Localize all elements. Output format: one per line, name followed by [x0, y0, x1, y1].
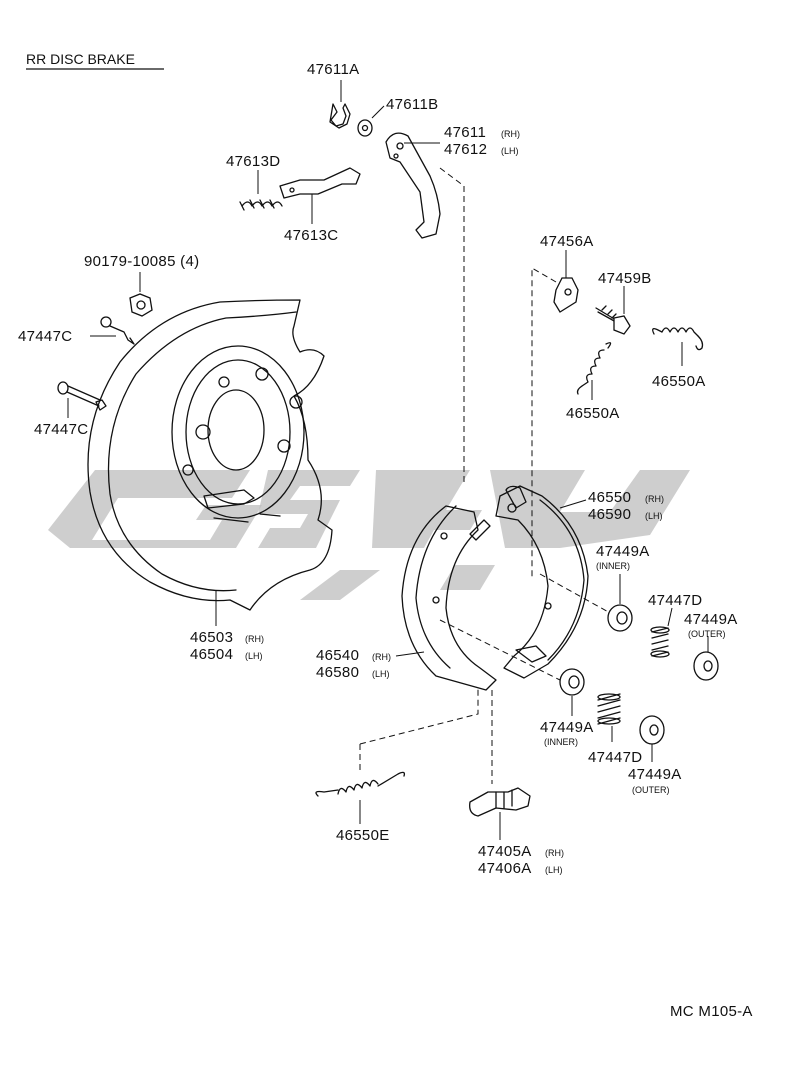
- label-46590: 46590: [588, 506, 631, 523]
- spring-46550A-right: [652, 327, 704, 366]
- label-47449A-inner-bottom: 47449A: [540, 719, 594, 736]
- pin-47447C-lower: [57, 381, 107, 418]
- label-47447C-lower: 47447C: [34, 421, 88, 438]
- label-47449A-outer-top-note: (OUTER): [688, 629, 726, 639]
- watermark-logo: [48, 470, 690, 600]
- label-47406A-side: (LH): [545, 865, 563, 875]
- spring-47447D-bottom: [597, 693, 621, 742]
- pin-47447C-upper: [90, 316, 135, 345]
- label-47611-side: (RH): [501, 129, 520, 139]
- label-46580-side: (LH): [372, 669, 390, 679]
- label-47406A: 47406A: [478, 860, 532, 877]
- label-46550E: 46550E: [336, 827, 390, 844]
- label-47449A-outer-bottom-note: (OUTER): [632, 785, 670, 795]
- label-47459B: 47459B: [598, 270, 652, 287]
- label-47612-side: (LH): [501, 146, 519, 156]
- diagram-code: MC M105-A: [670, 1003, 753, 1020]
- cup-47449A-inner-top: [607, 574, 633, 632]
- label-46540-side: (RH): [372, 652, 391, 662]
- strut-47613C: [279, 167, 361, 224]
- cup-47449A-inner-bottom: [559, 668, 585, 716]
- label-47611A: 47611A: [307, 61, 359, 78]
- label-47613D: 47613D: [226, 153, 280, 170]
- spring-46550A-left: [576, 342, 612, 400]
- spring-47447D-top: [650, 607, 673, 658]
- backing-plate: [87, 299, 333, 626]
- label-47449A-inner-bottom-note: (INNER): [544, 737, 578, 747]
- label-47449A-outer-top: 47449A: [684, 611, 738, 628]
- diagram-title: RR DISC BRAKE: [26, 51, 135, 67]
- leader-46550: [559, 499, 587, 509]
- label-47449A-inner-top-note: (INNER): [596, 561, 630, 571]
- label-46550-side: (RH): [645, 494, 664, 504]
- label-46503-side: (RH): [245, 634, 264, 644]
- brake-shoe-assembly: [395, 485, 589, 691]
- clip-47611A: [329, 80, 351, 129]
- spring-46550E: [315, 771, 406, 824]
- washer-47611B: [357, 105, 385, 137]
- label-46503: 46503: [190, 629, 233, 646]
- spring-47613D: [239, 170, 283, 211]
- label-46550: 46550: [588, 489, 631, 506]
- label-46540: 46540: [316, 647, 359, 664]
- cup-47449A-outer-top: [693, 636, 719, 681]
- label-47405A: 47405A: [478, 843, 532, 860]
- label-47449A-inner-top: 47449A: [596, 543, 650, 560]
- label-46504-side: (LH): [245, 651, 263, 661]
- nut-90179: [129, 272, 153, 317]
- label-47405A-side: (RH): [545, 848, 564, 858]
- label-46504: 46504: [190, 646, 233, 663]
- parking-brake-lever: [385, 132, 441, 239]
- label-47449A-outer-bottom: 47449A: [628, 766, 682, 783]
- adjuster-47459B: [595, 286, 631, 335]
- label-46580: 46580: [316, 664, 359, 681]
- label-47612: 47612: [444, 141, 487, 158]
- plate-47456A: [553, 250, 579, 313]
- label-46590-side: (LH): [645, 511, 663, 521]
- label-90179: 90179-10085 (4): [84, 253, 199, 270]
- label-47611: 47611: [444, 124, 486, 141]
- cup-47449A-outer-bottom: [639, 715, 665, 762]
- label-47447D-top: 47447D: [648, 592, 702, 609]
- adjuster-47405A: [469, 787, 531, 840]
- assembly-guide-lines: [359, 167, 613, 784]
- label-47447D-bottom: 47447D: [588, 749, 642, 766]
- label-47613C: 47613C: [284, 227, 338, 244]
- label-47456A: 47456A: [540, 233, 594, 250]
- label-47447C-upper: 47447C: [18, 328, 72, 345]
- label-47611B: 47611B: [386, 96, 438, 113]
- label-46550A-left: 46550A: [566, 405, 620, 422]
- label-46550A-right: 46550A: [652, 373, 706, 390]
